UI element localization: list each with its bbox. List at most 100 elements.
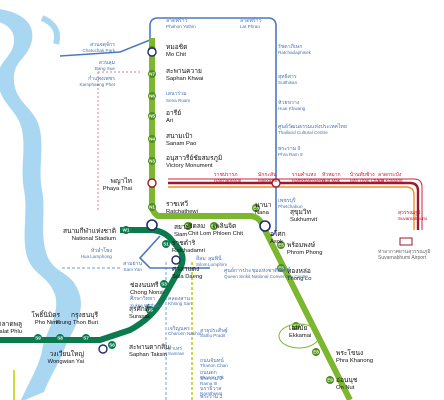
- mrt-th-1: ลาดพร้าว: [240, 17, 262, 24]
- silom-en-5: Surasak: [129, 314, 150, 320]
- central-th-1: ชิดลม: [188, 222, 205, 230]
- silom-en-2: Sala Daeng: [172, 274, 202, 280]
- mrt-blue-line: [149, 17, 277, 237]
- central-en-7: Thong Lo: [287, 276, 312, 282]
- gold-en-1: Charoen Nakhon: [168, 331, 203, 336]
- left-en-6: Lumphini: [208, 262, 227, 267]
- gold-en-2: Samrae: [168, 351, 185, 356]
- central-th-5: สุขุมวิท: [290, 208, 311, 216]
- airport-en-1: Makkasan: [258, 178, 279, 183]
- station-phrom-phong-marker[interactable]: [277, 241, 285, 249]
- mrt-en-6: Phra Ram 9: [278, 152, 303, 157]
- airport-th-5: ลาดกระบัง: [378, 172, 402, 178]
- central-th-8: เอกมัย: [289, 324, 308, 332]
- gold-th-2: สำเหร่: [168, 345, 182, 352]
- station-ratchadamri-marker[interactable]: [162, 240, 170, 248]
- station-national-stadium-marker[interactable]: [122, 226, 130, 234]
- central-th-7: ทองหล่อ: [287, 268, 311, 275]
- station-victory-monument-marker[interactable]: [148, 157, 156, 165]
- station-en-1: Saphan Khwai: [166, 76, 203, 82]
- station-ratchathewi-marker[interactable]: [148, 203, 156, 211]
- station-en-4: Sanam Pao: [166, 141, 196, 147]
- station-wongwian-yai-marker[interactable]: [56, 334, 64, 342]
- station-phrom-phong-code: E5: [278, 243, 284, 248]
- airport-rail-link-orange: [168, 186, 415, 230]
- station-chong-nonsi-marker[interactable]: [160, 280, 168, 288]
- silom-th-6: สะพานตากสิน: [129, 343, 170, 351]
- station-phloen-chit-marker[interactable]: [210, 222, 218, 230]
- silom-th-9: โพธิ์นิมิตร: [31, 310, 60, 319]
- central-th-4: อโศก: [270, 230, 286, 238]
- airport-th-6: สุวรรณภูมิ: [398, 209, 420, 216]
- interchange-siam[interactable]: [146, 219, 158, 231]
- station-ari-marker[interactable]: [148, 112, 156, 120]
- gold-en-4: Narathiwat: [200, 391, 223, 396]
- station-pho-nimit-marker[interactable]: [34, 334, 42, 342]
- airport-note-en: Suvarnabhumi Airport: [378, 255, 427, 261]
- station-krung-thon-buri-marker[interactable]: [82, 334, 90, 342]
- station-surasak-marker[interactable]: [146, 306, 154, 314]
- central-en-0: Siam: [174, 232, 187, 238]
- interchange-phaya-thai[interactable]: [147, 178, 157, 188]
- mrt-en-5: Thailand Cultural Centre: [278, 130, 328, 135]
- river-shoreline-detail: [40, 15, 60, 45]
- station-chit-lom-marker[interactable]: [184, 222, 192, 230]
- central-th-6: พร้อมพงษ์: [287, 241, 316, 249]
- station-chit-lom-code: E1: [185, 224, 191, 229]
- airport-th-4: บ้านทับช้าง: [350, 171, 375, 178]
- left-en-4: Sam Yan: [124, 267, 143, 272]
- gold-en-3: Thanon Tok: [200, 375, 225, 380]
- interchange-saphan-taksin[interactable]: [98, 344, 108, 354]
- silom-th-4: ศึกษาวิทยา: [130, 295, 155, 302]
- station-chong-nonsi-code: S3: [161, 282, 167, 287]
- central-th-3: นานา: [255, 202, 272, 209]
- central-en-6: Phrom Phong: [287, 250, 322, 256]
- airport-th-0: ราชปรารภ: [214, 172, 238, 178]
- silom-en-9: Pho Nimit: [35, 320, 61, 326]
- station-krung-thon-buri-code: S7: [83, 336, 89, 341]
- station-sena-ruam-marker[interactable]: [148, 92, 156, 100]
- station-on-nut-marker[interactable]: [326, 376, 334, 384]
- station-en-5: Victory Monument: [166, 163, 213, 169]
- station-thong-lo-code: E6: [278, 266, 284, 271]
- station-nana-code: E3: [253, 206, 259, 211]
- silom-en-8: Wongwian Yai: [48, 359, 84, 365]
- station-nana-marker[interactable]: [252, 204, 260, 212]
- yellow-en-1: Thanon Chan: [200, 363, 228, 368]
- mrt-blue-line-west: [59, 39, 151, 57]
- silom-th-1: ราชดำริ: [172, 239, 196, 247]
- left-th-6: ลุมพินี: [208, 255, 222, 262]
- interchange-sala-daeng[interactable]: [171, 255, 181, 265]
- central-en-10: On Nut: [336, 385, 355, 391]
- mrt-th-7: เพชรบุรี: [278, 197, 296, 204]
- station-ratchadamri-code: S1: [163, 242, 169, 247]
- silom-th-7: กรุงธนบุรี: [71, 311, 98, 319]
- mrt-th-6: พระราม 9: [278, 146, 301, 152]
- left-th-3: หัวลำโพง: [91, 247, 113, 254]
- silom-th-8: วงเวียนใหญ่: [50, 350, 85, 358]
- left-th-5: สีลม: [196, 255, 206, 262]
- station-thong-lo-marker[interactable]: [277, 264, 285, 272]
- interchange-asok[interactable]: [259, 220, 271, 232]
- airport-en-2: Ramkhamhaeng: [292, 178, 326, 183]
- station-saphan-khwai-marker[interactable]: [148, 70, 156, 78]
- station-saphan-taksin-marker[interactable]: [108, 341, 116, 349]
- left-th-2: กำแพงเพชร: [88, 75, 115, 82]
- bts-silom-line: [0, 227, 186, 343]
- interchange-makkasan[interactable]: [271, 178, 281, 188]
- station-sanam-pao-marker[interactable]: [148, 135, 156, 143]
- gold-en-0: Khlong San: [168, 301, 192, 306]
- station-surasak-code: S5: [147, 308, 153, 313]
- interchange-mo-chit[interactable]: [147, 47, 157, 57]
- airport-th-1: มักกะสัน: [258, 172, 277, 178]
- central-en-3: Nana: [255, 210, 270, 216]
- station-th-0: หมอชิต: [166, 43, 187, 51]
- yellow-th-1: ถนนจันทน์: [200, 357, 224, 364]
- left-th-1: สวนลุม: [99, 60, 115, 66]
- left-th-7: ศูนย์การประชุมแห่งชาติสิริกิติ์: [224, 266, 291, 274]
- gold-th-3: ถนนตก: [200, 370, 217, 376]
- station-phra-khanong-marker[interactable]: [312, 348, 320, 356]
- station-en-7: Ratchathewi: [166, 209, 198, 215]
- mrt-th-0: ลาดพร้าว: [166, 17, 188, 24]
- central-en-2: Phloen Chit: [213, 231, 243, 237]
